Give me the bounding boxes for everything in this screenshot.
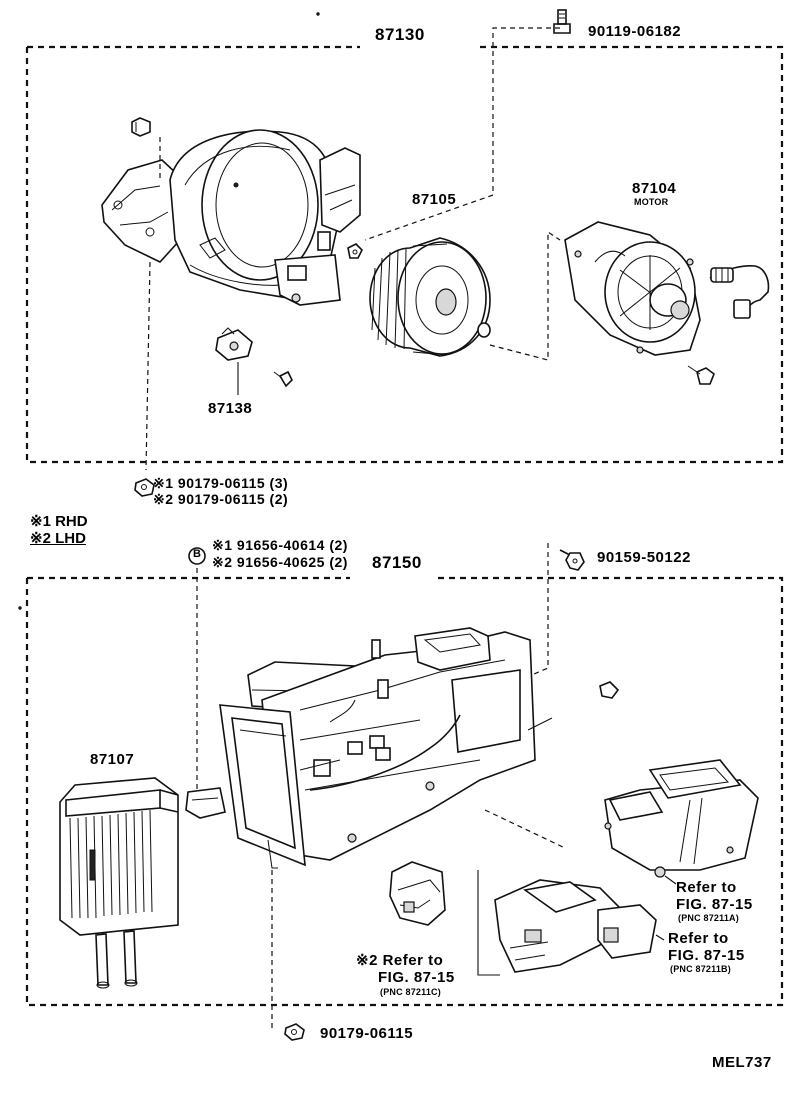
screw-lower-icon: [559, 549, 585, 571]
duct-87211b: [477, 870, 657, 976]
figure-code: MEL737: [712, 1054, 772, 1071]
label-90119-06182: 90119-06182: [588, 23, 682, 40]
clip-marker-letter: B: [193, 548, 202, 560]
blower-case: [101, 117, 361, 306]
screw-icon: [131, 117, 151, 137]
ref-b-prefix: Refer to: [668, 930, 729, 947]
ref-a-leader: [664, 875, 677, 885]
motor-screw-icon: [687, 365, 715, 385]
ref-a-prefix: Refer to: [676, 879, 737, 896]
motor-connector: [709, 265, 770, 319]
heater-core: [59, 777, 179, 989]
clip-b-marker: [188, 547, 206, 565]
blower-motor: [564, 221, 701, 356]
label-90159-50122: 90159-50122: [597, 549, 691, 566]
ref-c-fig: FIG. 87-15: [378, 969, 455, 986]
label-87138: 87138: [208, 400, 253, 417]
washer-icon: [477, 322, 491, 338]
ref-a-fig: FIG. 87-15: [676, 896, 753, 913]
lower-assembly-frame: [25, 576, 784, 1007]
label-clip-lhd: ※2 91656-40625 (2): [212, 554, 348, 570]
nut-icon: [347, 243, 363, 259]
fan-motor-leader: [489, 230, 561, 361]
bottom-nut-icon: [284, 1023, 305, 1041]
ref-c-pnc: (PNC 87211C): [380, 987, 441, 997]
legend: ※1 RHD ※2 LHD: [30, 513, 88, 547]
blower-fan: [369, 237, 491, 357]
bolt-top-icon: [553, 9, 571, 34]
heater-unit: [185, 627, 620, 869]
label-87130: 87130: [375, 25, 425, 44]
case-nut-icon: [134, 478, 155, 497]
legend-rhd: ※1 RHD: [30, 513, 88, 530]
resistor-screw-icon: [273, 370, 293, 388]
label-87107: 87107: [90, 751, 135, 768]
ref-c-prefix: ※2 Refer to: [356, 952, 444, 969]
duct-87211a: [604, 759, 759, 878]
label-87104: 87104: [632, 180, 677, 197]
label-clip-rhd: ※1 91656-40614 (2): [212, 537, 348, 553]
duct-87211c: [389, 861, 446, 926]
label-nut-lhd: ※2 90179-06115 (2): [153, 491, 289, 507]
label-nut-rhd: ※1 90179-06115 (3): [153, 475, 289, 491]
ref-a-pnc: (PNC 87211A): [678, 913, 739, 923]
legend-lhd: ※2 LHD: [30, 530, 86, 547]
ref-b-pnc: (PNC 87211B): [670, 964, 731, 974]
label-motor: MOTOR: [634, 197, 669, 207]
label-87150: 87150: [372, 553, 422, 572]
upper-assembly-frame: [25, 45, 784, 464]
label-90179-06115-bottom: 90179-06115: [320, 1025, 414, 1042]
label-87105: 87105: [412, 191, 457, 208]
ref-b-fig: FIG. 87-15: [668, 947, 745, 964]
bolt-top-leader: [364, 27, 560, 241]
case-nut-leader: [145, 261, 151, 471]
ref-b-leader: [655, 934, 665, 941]
duct-leader: [484, 809, 566, 849]
resistor: [215, 327, 253, 395]
